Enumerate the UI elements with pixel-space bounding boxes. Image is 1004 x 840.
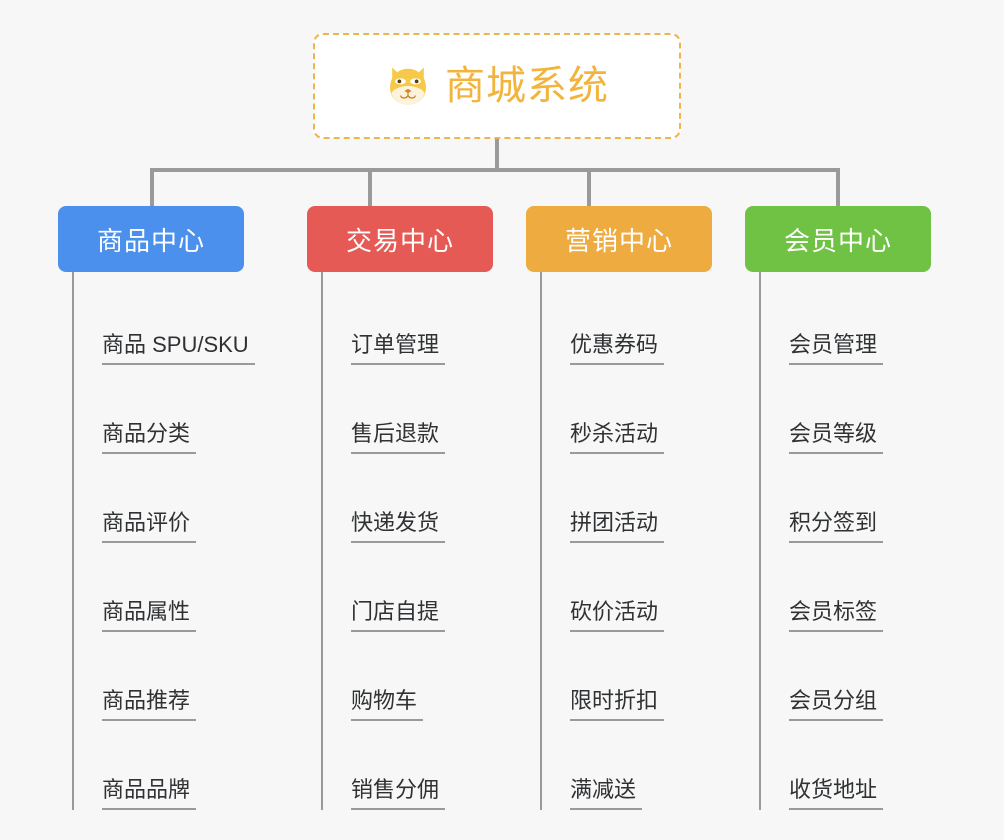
category-header-trade-center[interactable]: 交易中心 bbox=[307, 206, 493, 272]
list-item[interactable]: 商品分类 bbox=[102, 365, 255, 454]
list-item[interactable]: 销售分佣 bbox=[351, 721, 493, 810]
category-header-member-center[interactable]: 会员中心 bbox=[745, 206, 931, 272]
list-item[interactable]: 会员分组 bbox=[789, 632, 931, 721]
leaf-label: 积分签到 bbox=[789, 509, 884, 543]
leaf-list-trade-center: 订单管理 售后退款 快递发货 门店自提 购物车 销售分佣 bbox=[321, 272, 493, 810]
list-item[interactable]: 售后退款 bbox=[351, 365, 493, 454]
list-item[interactable]: 满减送 bbox=[570, 721, 712, 810]
branch-product-center: 商品中心 商品 SPU/SKU 商品分类 商品评价 商品属性 商品推荐 商品品牌 bbox=[58, 206, 255, 810]
connector-root-stem bbox=[495, 139, 499, 170]
leaf-label: 商品 SPU/SKU bbox=[102, 331, 255, 365]
leaf-label: 快递发货 bbox=[351, 509, 446, 543]
list-item[interactable]: 商品评价 bbox=[102, 454, 255, 543]
branch-trade-center: 交易中心 订单管理 售后退款 快递发货 门店自提 购物车 销售分佣 bbox=[307, 206, 493, 810]
list-item[interactable]: 收货地址 bbox=[789, 721, 931, 810]
list-item[interactable]: 商品 SPU/SKU bbox=[102, 276, 255, 365]
leaf-label: 秒杀活动 bbox=[570, 420, 665, 454]
root-title: 商城系统 bbox=[445, 64, 609, 108]
list-item[interactable]: 优惠券码 bbox=[570, 276, 712, 365]
list-item[interactable]: 门店自提 bbox=[351, 543, 493, 632]
branch-member-center: 会员中心 会员管理 会员等级 积分签到 会员标签 会员分组 收货地址 bbox=[745, 206, 931, 810]
leaf-label: 限时折扣 bbox=[570, 687, 665, 721]
shiba-dog-face-icon bbox=[390, 67, 426, 105]
leaf-label: 销售分佣 bbox=[351, 776, 446, 810]
category-header-product-center[interactable]: 商品中心 bbox=[58, 206, 244, 272]
leaf-label: 商品推荐 bbox=[102, 687, 197, 721]
connector-drop-4 bbox=[836, 168, 840, 206]
leaf-label: 满减送 bbox=[570, 776, 643, 810]
leaf-label: 订单管理 bbox=[351, 331, 446, 365]
list-item[interactable]: 商品品牌 bbox=[102, 721, 255, 810]
leaf-label: 砍价活动 bbox=[570, 598, 665, 632]
leaf-label: 商品属性 bbox=[102, 598, 197, 632]
leaf-label: 购物车 bbox=[351, 687, 424, 721]
list-item[interactable]: 砍价活动 bbox=[570, 543, 712, 632]
category-label: 交易中心 bbox=[345, 225, 454, 256]
list-item[interactable]: 商品属性 bbox=[102, 543, 255, 632]
connector-horizontal-bus bbox=[150, 168, 840, 172]
list-item[interactable]: 秒杀活动 bbox=[570, 365, 712, 454]
leaf-label: 会员管理 bbox=[789, 331, 884, 365]
list-item[interactable]: 商品推荐 bbox=[102, 632, 255, 721]
leaf-label: 商品评价 bbox=[102, 509, 197, 543]
list-item[interactable]: 会员管理 bbox=[789, 276, 931, 365]
leaf-label: 拼团活动 bbox=[570, 509, 665, 543]
leaf-list-product-center: 商品 SPU/SKU 商品分类 商品评价 商品属性 商品推荐 商品品牌 bbox=[72, 272, 255, 810]
leaf-label: 门店自提 bbox=[351, 598, 446, 632]
list-item[interactable]: 会员标签 bbox=[789, 543, 931, 632]
leaf-label: 售后退款 bbox=[351, 420, 446, 454]
list-item[interactable]: 拼团活动 bbox=[570, 454, 712, 543]
list-item[interactable]: 购物车 bbox=[351, 632, 493, 721]
leaf-list-member-center: 会员管理 会员等级 积分签到 会员标签 会员分组 收货地址 bbox=[759, 272, 931, 810]
connector-drop-1 bbox=[150, 168, 154, 206]
category-label: 营销中心 bbox=[564, 225, 673, 256]
leaf-label: 商品品牌 bbox=[102, 776, 197, 810]
list-item[interactable]: 限时折扣 bbox=[570, 632, 712, 721]
connector-drop-2 bbox=[368, 168, 372, 206]
leaf-label: 会员标签 bbox=[789, 598, 884, 632]
leaf-label: 优惠券码 bbox=[570, 331, 665, 365]
category-label: 商品中心 bbox=[96, 225, 205, 256]
leaf-label: 会员分组 bbox=[789, 687, 884, 721]
leaf-label: 收货地址 bbox=[789, 776, 884, 810]
list-item[interactable]: 会员等级 bbox=[789, 365, 931, 454]
leaf-label: 商品分类 bbox=[102, 420, 197, 454]
list-item[interactable]: 订单管理 bbox=[351, 276, 493, 365]
leaf-list-marketing-center: 优惠券码 秒杀活动 拼团活动 砍价活动 限时折扣 满减送 bbox=[540, 272, 712, 810]
branch-marketing-center: 营销中心 优惠券码 秒杀活动 拼团活动 砍价活动 限时折扣 满减送 bbox=[526, 206, 712, 810]
leaf-label: 会员等级 bbox=[789, 420, 884, 454]
category-label: 会员中心 bbox=[783, 225, 892, 256]
list-item[interactable]: 快递发货 bbox=[351, 454, 493, 543]
connector-drop-3 bbox=[587, 168, 591, 206]
list-item[interactable]: 积分签到 bbox=[789, 454, 931, 543]
category-header-marketing-center[interactable]: 营销中心 bbox=[526, 206, 712, 272]
root-node[interactable]: 商城系统 bbox=[313, 33, 681, 139]
